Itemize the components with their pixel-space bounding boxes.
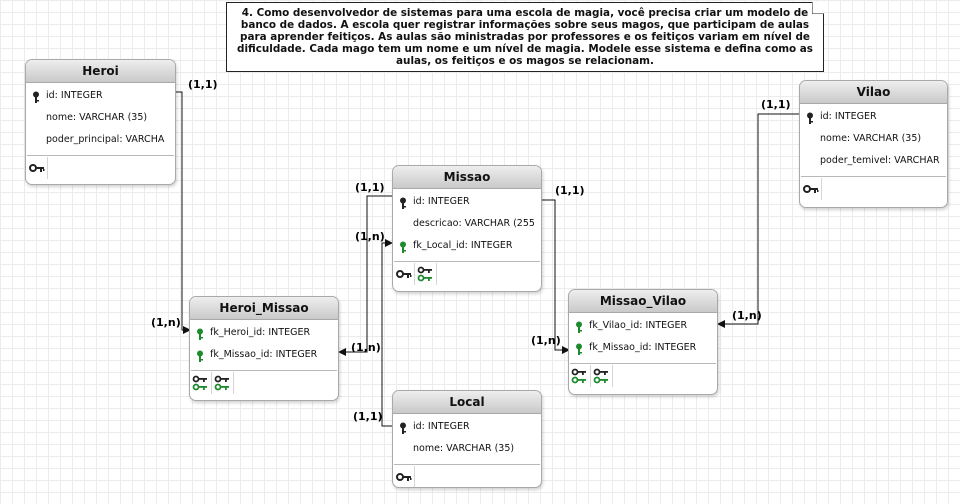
cardinality-label: (1,n) [351,341,381,354]
cardinality-label: (1,n) [151,316,181,329]
key-icon [806,111,814,128]
foreign-key-footer-icon [591,365,613,387]
foreign-key-footer-icon [190,372,212,394]
key-icon [399,421,407,438]
primary-key-footer-icon [800,178,822,200]
foreign-key-footer-icon [569,365,591,387]
column-label: fk_Local_id: INTEGER [413,240,513,251]
column-label: id: INTEGER [413,421,470,432]
column-label: fk_Missao_id: INTEGER [210,349,318,360]
primary-key-footer-icon [393,466,415,487]
column-row: fk_Missao_id: INTEGER [190,344,338,366]
column-row: fk_Vilao_id: INTEGER [569,315,717,337]
column-label: nome: VARCHAR (35) [46,112,148,123]
primary-key-footer-icon [26,157,48,179]
column-label: fk_Vilao_id: INTEGER [589,320,688,331]
column-label: fk_Heroi_id: INTEGER [210,327,311,338]
cardinality-label: (1,n) [732,309,762,322]
column-row: nome: VARCHAR (35) [26,107,175,129]
key-icon [32,90,40,107]
green-key-icon [196,349,204,366]
green-key-icon [399,240,407,257]
cardinality-label: (1,1) [355,181,385,194]
table-title: Heroi_Missao [190,297,338,320]
column-label: id: INTEGER [413,196,470,207]
link-heroi-heroimissao [175,91,191,334]
exercise-note-text: 4. Como desenvolvedor de sistemas para u… [237,7,813,67]
note-fold-icon [812,2,824,14]
cardinality-label: (1,1) [555,184,585,197]
column-row: fk_Local_id: INTEGER [393,235,541,257]
link-vilao-missaovilao [717,113,799,328]
column-row: id: INTEGER [393,416,541,438]
table-title: Vilao [800,81,947,104]
column-row: descricao: VARCHAR (255 [393,213,541,235]
cardinality-label: (1,1) [188,78,218,91]
table-missao-vilao[interactable]: Missao_Vilao fk_Vilao_id: INTEGER fk_Mis… [568,289,718,395]
column-label: descricao: VARCHAR (255 [413,218,535,229]
column-row: nome: VARCHAR (35) [393,438,541,460]
green-key-icon [575,342,583,359]
column-label: id: INTEGER [820,111,877,122]
cardinality-label: (1,1) [761,98,791,111]
foreign-key-footer-icon [415,263,437,285]
column-label: poder_principal: VARCHA [46,134,165,145]
column-row: fk_Missao_id: INTEGER [569,337,717,359]
column-row: id: INTEGER [26,85,175,107]
key-icon [399,196,407,213]
column-label: id: INTEGER [46,90,103,101]
column-row: fk_Heroi_id: INTEGER [190,322,338,344]
table-local[interactable]: Local id: INTEGER nome: VARCHAR (35) [392,390,542,488]
column-row: poder_principal: VARCHA [26,129,175,151]
table-title: Local [393,391,541,414]
link-missao-missaovilao [542,199,570,354]
table-missao[interactable]: Missao id: INTEGER descricao: VARCHAR (2… [392,165,542,292]
green-key-icon [575,320,583,337]
column-row: nome: VARCHAR (35) [800,128,947,150]
table-heroi-missao[interactable]: Heroi_Missao fk_Heroi_id: INTEGER fk_Mis… [189,296,339,401]
primary-key-footer-icon [393,263,415,285]
foreign-key-footer-icon [212,372,234,394]
green-key-icon [196,327,204,344]
table-title: Missao [393,166,541,189]
column-label: nome: VARCHAR (35) [413,443,515,454]
exercise-note: 4. Como desenvolvedor de sistemas para u… [226,2,824,72]
table-heroi[interactable]: Heroi id: INTEGER nome: VARCHAR (35) pod… [25,59,176,185]
table-vilao[interactable]: Vilao id: INTEGER nome: VARCHAR (35) pod… [799,80,948,208]
column-row: poder_temivel: VARCHAR [800,150,947,172]
link-local-missao [381,239,393,427]
table-title: Missao_Vilao [569,290,717,313]
cardinality-label: (1,1) [353,410,383,423]
link-missao-heroimissao [338,195,392,356]
column-row: id: INTEGER [800,106,947,128]
cardinality-label: (1,n) [531,334,561,347]
column-label: nome: VARCHAR (35) [820,133,922,144]
cardinality-label: (1,n) [355,230,385,243]
column-row: id: INTEGER [393,191,541,213]
column-label: fk_Missao_id: INTEGER [589,342,697,353]
table-title: Heroi [26,60,175,83]
column-label: poder_temivel: VARCHAR [820,155,940,166]
